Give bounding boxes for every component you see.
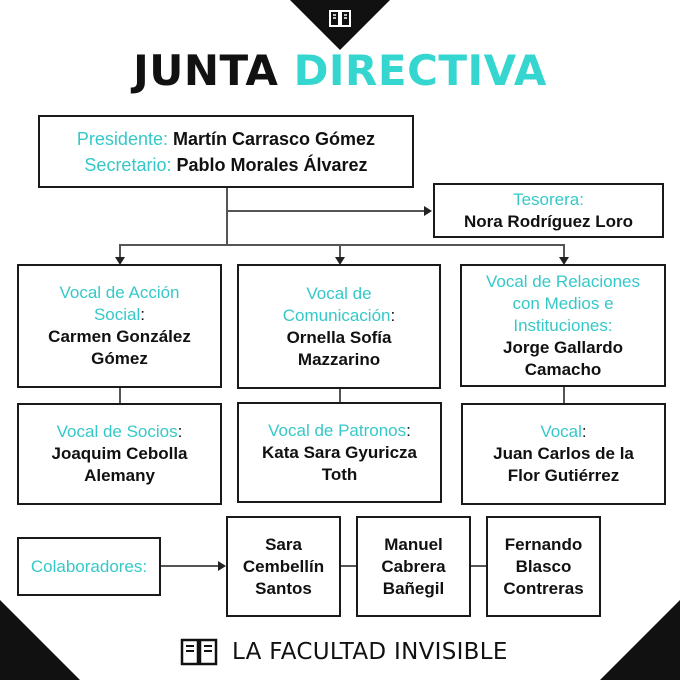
vocal-role-text: Vocal bbox=[540, 422, 582, 441]
footer-text: LA FACULTAD INVISIBLE bbox=[232, 639, 508, 665]
vocal-role-text: Vocal de Acción Social bbox=[59, 283, 180, 324]
bottom-left-triangle bbox=[0, 600, 80, 680]
board-top-box: Presidente: Martín Carrasco Gómez Secret… bbox=[38, 115, 414, 188]
vocal-role-suffix: : bbox=[406, 420, 411, 440]
bottom-right-triangle bbox=[600, 600, 680, 680]
vocal-name: Juan Carlos de la Flor Gutiérrez bbox=[493, 444, 634, 485]
connector-line bbox=[340, 565, 356, 567]
connector-line bbox=[160, 565, 220, 567]
vocal-name: Ornella Sofía Mazzarino bbox=[286, 327, 392, 369]
vocal-role-suffix: : bbox=[177, 422, 183, 441]
presidente-name: Martín Carrasco Gómez bbox=[173, 128, 376, 149]
vocal-name: Kata Sara Gyuricza Toth bbox=[262, 442, 417, 484]
colaborador-name: Manuel Cabrera Bañegil bbox=[381, 534, 446, 598]
connector-line bbox=[563, 244, 565, 258]
colaborador-box: Sara Cembellín Santos bbox=[226, 516, 341, 617]
vocal-box: Vocal de Acción Social: Carmen González … bbox=[17, 264, 222, 388]
title-accent: DIRECTIVA bbox=[293, 46, 547, 95]
connector-line bbox=[226, 186, 228, 245]
secretario-line: Secretario: Pablo Morales Álvarez bbox=[84, 152, 367, 178]
colaborador-name: Fernando Blasco Contreras bbox=[503, 534, 584, 598]
vocal-role-text: Vocal de Comunicación bbox=[282, 283, 391, 325]
vocal-box: Vocal de Patronos: Kata Sara Gyuricza To… bbox=[237, 402, 442, 503]
vocal-name: Joaquim Cebolla Alemany bbox=[51, 444, 188, 485]
connector-line bbox=[119, 387, 121, 404]
connector-line bbox=[119, 244, 121, 258]
vocal-role-suffix: : bbox=[581, 422, 587, 441]
secretario-role: Secretario: bbox=[84, 154, 172, 175]
title-main: JUNTA bbox=[133, 46, 279, 95]
colaborador-box: Fernando Blasco Contreras bbox=[486, 516, 601, 617]
arrow-down-icon bbox=[115, 257, 125, 265]
connector-line bbox=[470, 565, 486, 567]
vocal-name: Jorge Gallardo Camacho bbox=[503, 337, 623, 379]
vocal-role-text: Vocal de Patronos bbox=[268, 420, 407, 440]
vocal-role-text: Vocal de Socios bbox=[56, 422, 178, 441]
vocal-role: Vocal de Relaciones con Medios e Institu… bbox=[462, 271, 664, 337]
book-icon bbox=[329, 10, 351, 27]
vocal-role-text: Vocal de Relaciones con Medios e Institu… bbox=[485, 271, 641, 335]
arrow-right-icon bbox=[424, 206, 432, 216]
colaborador-box: Manuel Cabrera Bañegil bbox=[356, 516, 471, 617]
secretario-name: Pablo Morales Álvarez bbox=[176, 154, 368, 175]
vocal-role: Vocal de Acción Social: bbox=[19, 282, 220, 326]
vocal-role: Vocal de Patronos: bbox=[268, 420, 411, 442]
book-icon bbox=[180, 638, 218, 666]
tesorera-name: Nora Rodríguez Loro bbox=[463, 211, 634, 231]
connector-line bbox=[339, 388, 341, 403]
connector-line bbox=[226, 210, 424, 212]
vocal-role-suffix: : bbox=[390, 305, 396, 325]
vocal-role: Vocal: bbox=[540, 421, 586, 443]
page-title: JUNTA DIRECTIVA bbox=[0, 46, 680, 96]
vocal-role: Vocal de Comunicación: bbox=[239, 283, 439, 327]
presidente-role: Presidente: bbox=[76, 128, 168, 149]
tesorera-box: Tesorera: Nora Rodríguez Loro bbox=[433, 183, 664, 238]
connector-line bbox=[119, 244, 565, 246]
vocal-name: Carmen González Gómez bbox=[48, 327, 191, 368]
connector-line bbox=[339, 244, 341, 258]
vocal-box: Vocal: Juan Carlos de la Flor Gutiérrez bbox=[461, 403, 666, 505]
colaborador-name: Sara Cembellín Santos bbox=[242, 534, 325, 598]
connector-line bbox=[563, 386, 565, 404]
arrow-right-icon bbox=[218, 561, 226, 571]
tesorera-role: Tesorera: bbox=[513, 189, 584, 209]
vocal-role: Vocal de Socios: bbox=[57, 421, 183, 443]
vocal-box: Vocal de Relaciones con Medios e Institu… bbox=[460, 264, 666, 387]
footer-brand: LA FACULTAD INVISIBLE bbox=[180, 636, 508, 668]
colaboradores-label: Colaboradores: bbox=[30, 556, 148, 576]
vocal-role-suffix: : bbox=[140, 305, 146, 324]
vocal-box: Vocal de Socios: Joaquim Cebolla Alemany bbox=[17, 403, 222, 505]
presidente-line: Presidente: Martín Carrasco Gómez bbox=[77, 126, 375, 152]
arrow-down-icon bbox=[559, 257, 569, 265]
vocal-box: Vocal de Comunicación: Ornella Sofía Maz… bbox=[237, 264, 441, 389]
colaboradores-label-box: Colaboradores: bbox=[17, 537, 161, 596]
arrow-down-icon bbox=[335, 257, 345, 265]
